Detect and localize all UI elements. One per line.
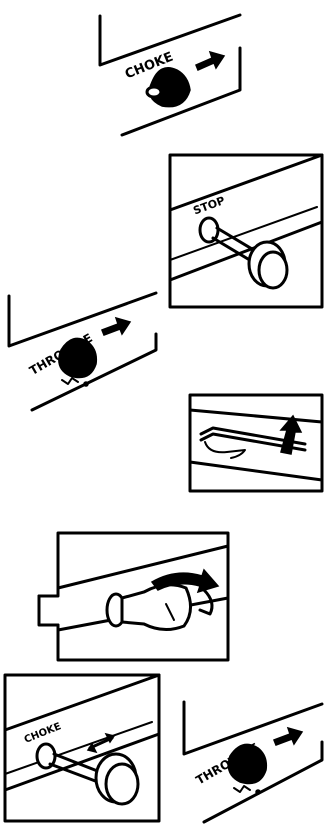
knob-icon xyxy=(96,754,138,804)
lever-icon xyxy=(59,338,96,377)
key-icon xyxy=(122,585,191,630)
throttle-lever-drawing-2: THROTTLE xyxy=(170,694,326,824)
throttle-lever-drawing-1: THROTTLE xyxy=(6,288,164,413)
arrow-icon xyxy=(102,318,130,335)
stop-knob-panel: STOP xyxy=(167,152,325,312)
ignition-key-drawing xyxy=(36,530,232,664)
lever-icon xyxy=(228,744,266,783)
ignition-key-panel xyxy=(36,530,232,664)
choke-knob-drawing: CHOKE xyxy=(2,672,162,824)
choke-knob-panel: CHOKE xyxy=(2,672,162,824)
throttle-lever-panel-1: THROTTLE xyxy=(6,288,164,413)
knob-icon xyxy=(249,242,287,288)
arrow-icon xyxy=(274,728,302,745)
primer-bar-panel xyxy=(187,392,325,494)
double-arrow-icon xyxy=(88,734,114,752)
arrow-icon xyxy=(196,52,224,70)
choke-lever-drawing: CHOKE xyxy=(92,10,242,140)
throttle-lever-panel-2: THROTTLE xyxy=(170,694,326,824)
primer-bar-drawing xyxy=(187,392,325,494)
choke-lever-panel: CHOKE xyxy=(92,10,242,140)
stop-knob-drawing: STOP xyxy=(167,152,325,312)
choke-knob-label: CHOKE xyxy=(23,721,63,746)
stop-knob-label: STOP xyxy=(191,194,226,217)
